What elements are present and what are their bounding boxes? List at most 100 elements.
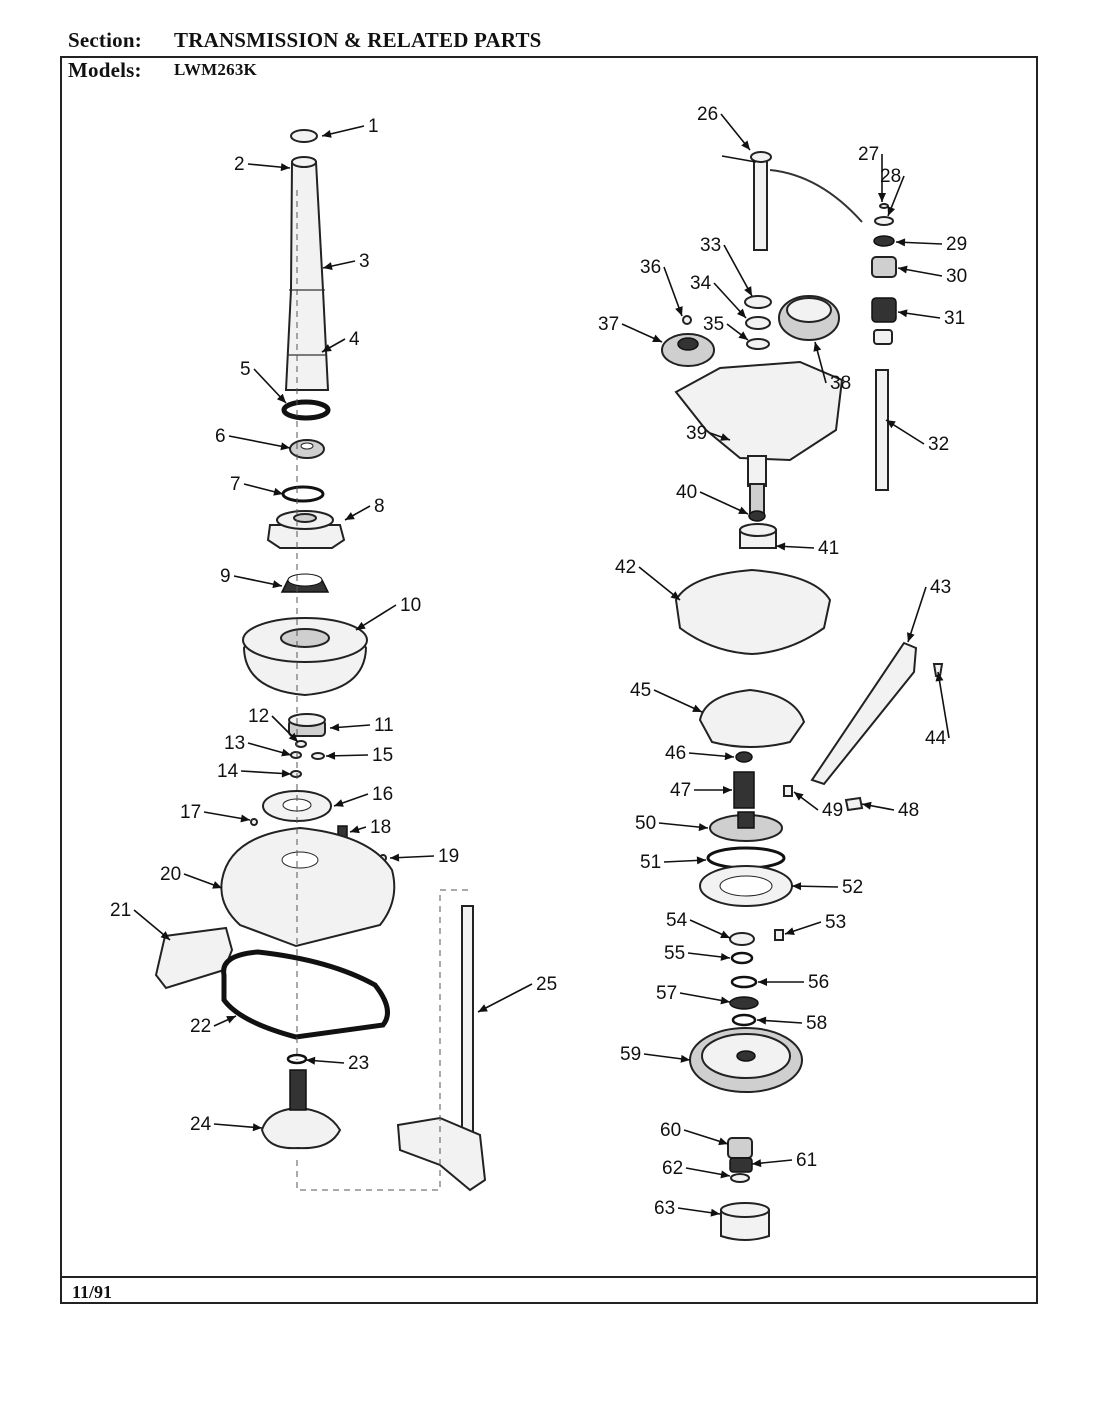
callout-arrowhead-1: [322, 130, 332, 138]
callout-48: 48: [898, 800, 919, 821]
callout-13: 13: [224, 733, 245, 754]
callout-arrowhead-22: [226, 1016, 236, 1024]
callout-arrowhead-23: [306, 1056, 316, 1065]
part-53-screw: [774, 929, 784, 941]
callout-63: 63: [654, 1198, 675, 1219]
part-24-shaft-base: [260, 1106, 342, 1150]
part-32-shaft: [875, 369, 889, 491]
callout-22: 22: [190, 1016, 211, 1037]
callout-29: 29: [946, 234, 967, 255]
part-56-washer: [730, 975, 758, 989]
callout-leader-43: [907, 586, 927, 643]
callout-arrowhead-17: [240, 814, 250, 823]
callout-42: 42: [615, 557, 636, 578]
part-5-seal-ring: [281, 399, 331, 421]
callout-arrowhead-57: [720, 996, 730, 1005]
callout-arrowhead-5: [276, 393, 286, 403]
callout-17: 17: [180, 802, 201, 823]
callout-51: 51: [640, 852, 661, 873]
callout-leader-33: [723, 244, 753, 297]
part-15-washer: [311, 752, 325, 760]
callout-39: 39: [686, 423, 707, 444]
part-62-washer: [730, 1173, 750, 1183]
callout-11: 11: [374, 715, 394, 736]
part-54-washer: [729, 932, 755, 946]
callout-37: 37: [598, 314, 619, 335]
callout-arrowhead-55: [720, 952, 730, 961]
callout-arrowhead-26: [741, 140, 750, 150]
part-47-spring: [733, 771, 755, 809]
callout-arrowhead-10: [356, 621, 366, 630]
callout-34: 34: [690, 273, 712, 294]
callout-leader-25: [477, 983, 533, 1013]
callout-arrowhead-58: [757, 1016, 767, 1025]
part-45-cone: [698, 688, 806, 748]
callout-4: 4: [349, 329, 360, 350]
callout-62: 62: [662, 1158, 683, 1179]
callout-7: 7: [230, 474, 241, 495]
callout-arrowhead-24: [252, 1123, 262, 1132]
callout-arrowhead-33: [744, 286, 752, 296]
callout-49: 49: [822, 800, 843, 821]
callout-arrowhead-62: [720, 1170, 730, 1179]
part-49-screw: [783, 785, 793, 797]
callout-arrowhead-43: [906, 632, 915, 642]
part-58-washer: [731, 1013, 757, 1027]
callout-30: 30: [946, 266, 967, 287]
part-48-bolt: [844, 796, 864, 812]
part-28-washer: [874, 216, 894, 226]
callout-47: 47: [670, 780, 691, 801]
callout-arrowhead-27: [878, 193, 886, 202]
callout-arrowhead-18: [350, 825, 360, 834]
callout-arrowhead-40: [738, 506, 748, 514]
callout-59: 59: [620, 1044, 641, 1065]
callout-18: 18: [370, 817, 391, 838]
part-25-drive-shaft: [461, 905, 474, 1157]
part-57-bearing: [729, 996, 759, 1010]
part-3-shaft-tube: [284, 161, 330, 391]
part-14-washer: [290, 770, 302, 778]
callout-arrowhead-45: [692, 704, 702, 712]
part-36-clip: [682, 315, 692, 325]
callout-57: 57: [656, 983, 677, 1004]
callout-arrowhead-28: [887, 206, 896, 216]
callout-arrowhead-29: [896, 238, 906, 247]
part-17-screw: [250, 818, 258, 826]
callout-arrowhead-19: [390, 853, 400, 862]
part-40-spline: [749, 483, 765, 515]
callout-10: 10: [400, 595, 421, 616]
callout-20: 20: [160, 864, 181, 885]
callout-arrowhead-36: [675, 306, 683, 316]
section-title: TRANSMISSION & RELATED PARTS: [174, 28, 542, 52]
callout-41: 41: [818, 538, 839, 559]
part-34-washer: [745, 316, 771, 330]
callout-arrowhead-52: [792, 882, 802, 891]
callout-arrowhead-60: [718, 1137, 728, 1146]
callout-12: 12: [248, 706, 269, 727]
callout-arrowhead-34: [736, 308, 746, 318]
callout-55: 55: [664, 943, 685, 964]
part-63-sleeve: [720, 1209, 770, 1241]
callout-35: 35: [703, 314, 724, 335]
callout-arrowhead-42: [670, 591, 680, 600]
callout-38: 38: [830, 373, 851, 394]
part-39-gear-case: [674, 360, 844, 462]
callout-arrowhead-9: [272, 580, 282, 589]
callout-23: 23: [348, 1053, 369, 1074]
callout-arrowhead-14: [281, 769, 291, 778]
part-55-oring: [730, 951, 754, 965]
callout-arrowhead-41: [776, 542, 786, 551]
callout-54: 54: [666, 910, 688, 931]
callout-arrowhead-11: [330, 723, 340, 732]
part-60-nut: [727, 1137, 753, 1159]
callout-arrowhead-15: [326, 751, 336, 760]
callout-arrowhead-12: [288, 732, 298, 742]
part-2-shaft-top: [291, 156, 317, 168]
callout-arrowhead-44: [935, 672, 944, 682]
callout-arrowhead-59: [680, 1054, 690, 1063]
callout-arrowhead-8: [345, 512, 355, 520]
callout-32: 32: [928, 434, 949, 455]
callout-arrowhead-7: [273, 487, 283, 496]
part-43-lever: [810, 641, 918, 786]
callout-arrowhead-20: [212, 881, 222, 889]
